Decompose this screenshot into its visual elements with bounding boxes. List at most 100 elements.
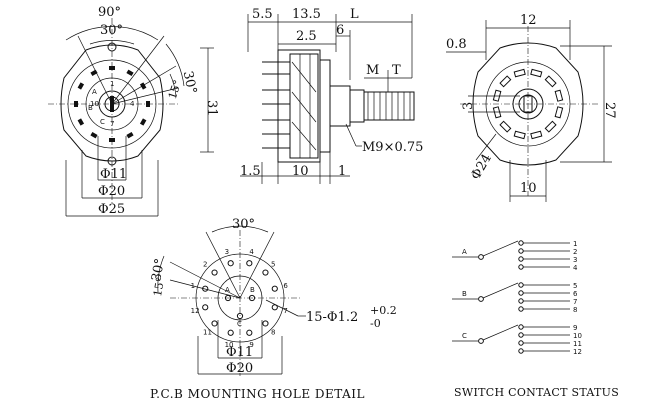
side-terminals [262,61,290,149]
pole-label: C [462,332,467,340]
front-lug [74,101,78,107]
rear-lug [499,120,512,133]
pcb-hole [246,260,253,267]
pcb-pin-number: 10 [225,341,234,349]
pcb-angle-30-side: 30° [149,257,168,282]
contact-number: 9 [573,324,577,332]
rear-lug [554,106,564,119]
pcb-pin-number: 7 [283,307,287,315]
front-height-31: 31 [204,100,219,117]
pcb-pin-number: 3 [225,248,229,256]
pcb-wafer-label-a: A [225,286,230,294]
front-lug [109,138,115,142]
rear-lug [499,75,512,88]
side-dim-10: 10 [292,164,309,179]
pcb-hole [211,269,218,276]
contact-terminal [518,240,524,246]
rear-lug [513,130,526,140]
side-dim-13-5: 13.5 [292,7,321,22]
front-wafer-label-a: A [92,88,97,96]
pcb-pin-number: 11 [203,328,212,336]
rear-dim-3: 3 [461,102,476,110]
contact-number: 2 [573,248,577,256]
pcb-hole [246,329,253,336]
contact-terminal [518,332,524,338]
side-dim-2-5: 2.5 [296,29,317,44]
front-lug [126,131,134,139]
front-contact-lugs: 1 4 7 10 [74,66,150,142]
contact-terminal [518,324,524,330]
pcb-pin-number: 8 [271,328,275,336]
contact-number: 1 [573,240,577,248]
front-dia-20: Φ20 [98,184,125,199]
wiper-arm [482,324,519,341]
front-lug [77,82,85,90]
rear-lug [544,120,557,133]
pcb-common-hole [248,294,256,302]
contact-terminal [518,348,524,354]
contact-number: 3 [573,256,577,264]
contact-number: 8 [573,306,577,314]
contact-terminal [518,290,524,296]
front-lug [90,69,98,77]
pcb-angle-15: 15° [151,276,167,297]
pcb-dia-11: Φ11 [226,345,253,360]
rear-contact-lugs [492,68,564,140]
front-pin-number: 7 [110,120,114,128]
front-lug [109,66,115,70]
rear-lug [530,68,543,78]
rear-lug [492,106,502,119]
rear-height-27: 27 [602,102,617,119]
contact-terminal [518,340,524,346]
front-angle-30-top: 30° [100,23,123,38]
contact-terminal [518,298,524,304]
pole-label: A [462,248,467,256]
pcb-wafer-label-b: B [250,286,255,294]
pcb-hole [211,320,218,327]
front-pin-number: 4 [130,100,135,108]
side-dim-6: 6 [336,23,344,38]
pcb-tol-plus: +0.2 [370,304,397,317]
pcb-hole [227,260,234,267]
front-dia-11: Φ11 [100,167,127,182]
rear-lug [492,89,502,102]
front-lug [139,118,147,126]
shaft-knurl [367,92,411,120]
front-pin-number: 1 [110,80,114,88]
pcb-hole [262,320,269,327]
front-pin-number: 10 [90,100,99,108]
side-thread: M9×0.75 [362,140,423,155]
front-lug [146,101,150,107]
rear-dia-24: Φ24 [468,152,495,183]
pcb-wafer-label-c: C [237,320,242,328]
front-angle-90: 90° [98,5,121,20]
pcb-pin-number: 5 [271,261,275,269]
pole-terminal [478,338,484,344]
switch-caption: SWITCH CONTACT STATUS [454,386,619,399]
contact-terminal [518,248,524,254]
rear-lug [544,75,557,88]
side-dim-t: T [392,63,401,78]
side-dim-5-5: 5.5 [252,7,273,22]
pcb-pin-number: 4 [249,248,254,256]
contact-number: 4 [573,264,578,272]
pcb-hole [227,329,234,336]
pcb-hole [202,304,209,311]
contact-number: 7 [573,298,577,306]
side-view: 5.5 13.5 L 2.5 6 M T M9×0.75 [240,7,423,184]
pcb-hole [262,269,269,276]
front-dia-25: Φ25 [98,202,125,217]
pcb-pin-number: 1 [191,282,195,290]
contact-terminal [518,256,524,262]
pcb-pin-number: 6 [283,282,288,290]
pcb-hole [202,285,209,292]
pcb-dia-20: Φ20 [226,361,253,376]
pcb-pin-number: 12 [191,307,200,315]
rear-width-12: 12 [520,13,537,28]
front-lug [77,118,85,126]
